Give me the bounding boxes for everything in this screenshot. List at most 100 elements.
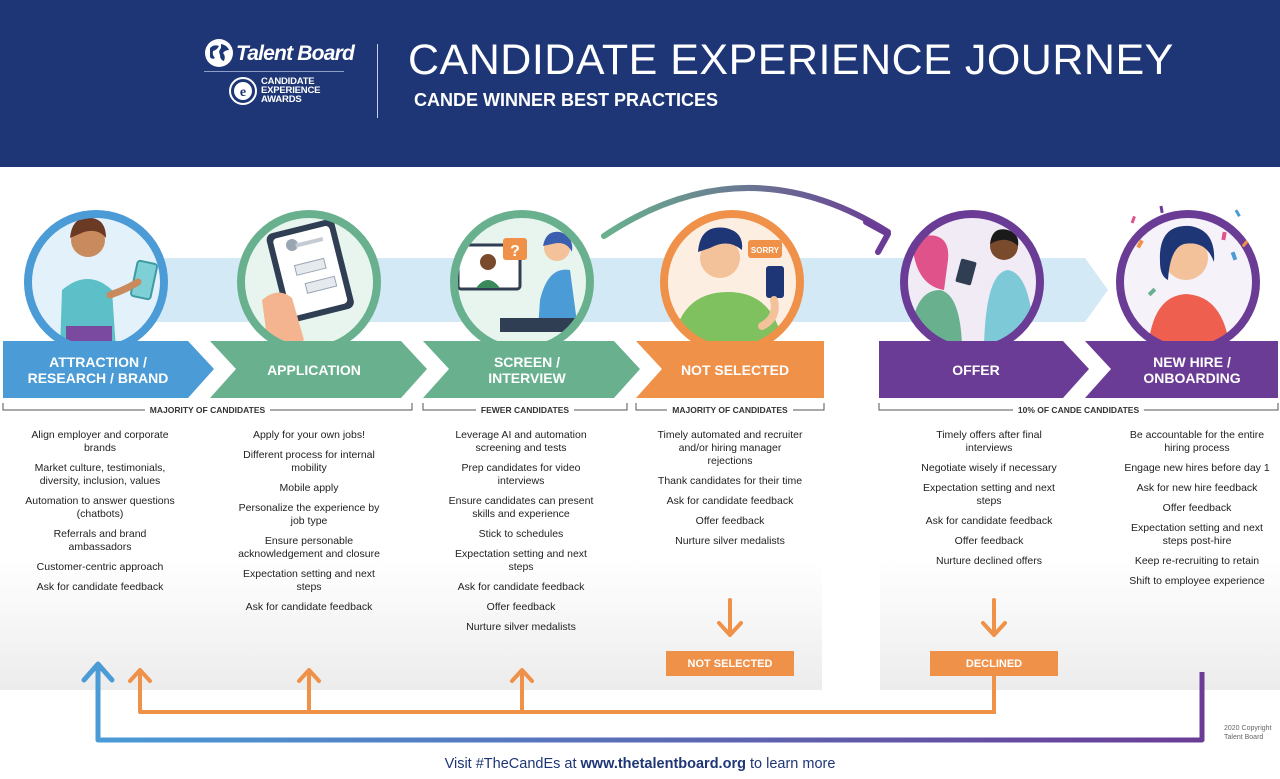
list-item: Expectation setting and next steps: [923, 482, 1055, 507]
practice-list-screen-interview: Leverage AI and automation screening and…: [446, 429, 596, 641]
list-item: Expectation setting and next steps post-…: [1131, 522, 1263, 547]
awards-line: AWARDS: [261, 94, 302, 105]
page-title: CANDIDATE EXPERIENCE JOURNEY: [408, 36, 1174, 84]
skip-arc-arrowhead: [863, 219, 891, 255]
list-item: Offer feedback: [486, 601, 556, 613]
list-item: Offer feedback: [1162, 502, 1232, 514]
logo-divider: [204, 71, 344, 72]
logo-title: Talent Board: [236, 42, 355, 65]
list-item: Ensure personable acknowledgement and cl…: [238, 535, 380, 560]
not-selected-outcome: NOT SELECTED: [666, 651, 794, 676]
video-interview-icon: ?: [450, 210, 594, 354]
practice-list-application: Apply for your own jobs! Different proce…: [234, 429, 384, 621]
list-item: Align employer and corporate brands: [31, 429, 169, 454]
stage-label-line: OFFER: [952, 361, 1000, 378]
group-label: FEWER CANDIDATES: [423, 405, 627, 417]
list-item: Ask for candidate feedback: [457, 581, 585, 593]
group-label: MAJORITY OF CANDIDATES: [636, 405, 824, 417]
copyright-line: Talent Board: [1224, 734, 1264, 741]
footer-prefix: Visit #TheCandEs at: [444, 756, 581, 772]
stage-chevron-attraction: [3, 341, 214, 398]
stage-label-new-hire: NEW HIRE /ONBOARDING: [1101, 341, 1280, 398]
list-item: Nurture declined offers: [935, 555, 1043, 567]
group-label: MAJORITY OF CANDIDATES: [3, 405, 412, 417]
group-label-text: MAJORITY OF CANDIDATES: [144, 405, 271, 415]
list-item: Timely offers after final interviews: [936, 429, 1042, 454]
list-item: Offer feedback: [695, 515, 765, 527]
list-item: Ask for candidate feedback: [245, 601, 373, 613]
stage-label-line: APPLICATION: [267, 361, 361, 378]
svg-text:e: e: [240, 85, 246, 100]
stage-label-line: NEW HIRE /: [1153, 353, 1231, 370]
list-item: Nurture silver medalists: [466, 621, 576, 633]
stage-chevron-not-selected: [636, 341, 824, 398]
header-banner: Talent Board e CANDIDATE EXPERIENCE AWAR…: [0, 0, 1280, 167]
offer-conversation-icon: [900, 210, 1044, 354]
group-label-text: 10% OF CANDE CANDIDATES: [1012, 405, 1145, 415]
list-item: Expectation setting and next steps: [455, 548, 587, 573]
stage-label-offer: OFFER: [879, 341, 1073, 398]
skip-arc-arrow: [601, 185, 891, 239]
up-arrow: [510, 668, 534, 714]
list-item: Market culture, testimonials, diversity,…: [34, 462, 166, 487]
list-item: Automation to answer questions (chatbots…: [25, 495, 175, 520]
stage-chevron-screen: [423, 341, 640, 398]
list-item: Mobile apply: [279, 482, 339, 494]
stage-label-line: RESEARCH / BRAND: [27, 369, 169, 386]
list-item: Thank candidates for their time: [657, 475, 803, 487]
up-arrow: [81, 661, 115, 683]
journey-diagram: ? SORRY: [0, 185, 1280, 743]
list-item: Leverage AI and automation screening and…: [455, 429, 587, 454]
stage-label-line: ATTRACTION /: [49, 353, 147, 370]
stage-label-line: INTERVIEW: [488, 369, 566, 386]
list-item: Stick to schedules: [478, 528, 564, 540]
stage-label-line: ONBOARDING: [1143, 369, 1241, 386]
woman-with-tablet-icon: [24, 210, 168, 354]
sorry-bubble: SORRY: [751, 246, 780, 255]
list-item: Ask for candidate feedback: [36, 581, 164, 593]
footer-visit-text: Visit #TheCandEs at www.thetalentboard.o…: [0, 756, 1280, 772]
practice-list-not-selected: Timely automated and recruiter and/or hi…: [655, 429, 805, 555]
rejected-man-icon: SORRY: [660, 210, 804, 354]
page-subtitle: CANDE WINNER BEST PRACTICES: [414, 90, 719, 110]
stage-label-line: SCREEN /: [493, 353, 561, 370]
stage-label-application: APPLICATION: [226, 341, 402, 398]
list-item: Apply for your own jobs!: [252, 429, 366, 441]
list-item: Referrals and brand ambassadors: [53, 528, 147, 553]
list-item: Ask for candidate feedback: [925, 515, 1053, 527]
awards-e-icon: e: [229, 77, 257, 105]
stage-chevron-application: [210, 341, 427, 398]
awards-wordmark: CANDIDATE EXPERIENCE AWARDS: [261, 76, 320, 105]
list-item: Engage new hires before day 1: [1124, 462, 1270, 474]
awards-line: CANDIDATE: [261, 76, 315, 87]
header-divider: [377, 44, 378, 118]
footer-suffix: to learn more: [745, 756, 836, 772]
group-label-text: MAJORITY OF CANDIDATES: [667, 405, 793, 415]
list-item: Different process for internal mobility: [243, 449, 375, 474]
talent-board-logo: Talent Board e CANDIDATE EXPERIENCE AWAR…: [204, 36, 355, 116]
rehire-return-path: [95, 668, 1205, 743]
practice-list-new-hire: Be accountable for the entire hiring pro…: [1122, 429, 1272, 595]
list-item: Timely automated and recruiter and/or hi…: [657, 429, 803, 467]
list-item: Personalize the experience by job type: [238, 502, 380, 527]
list-item: Expectation setting and next steps: [243, 568, 375, 593]
down-arrow: [981, 598, 1007, 637]
footer-url-link[interactable]: www.thetalentboard.org: [580, 756, 746, 772]
stage-chevron-offer: [879, 341, 1089, 398]
declined-outcome: DECLINED: [930, 651, 1058, 676]
down-arrow: [717, 598, 743, 637]
svg-text:?: ?: [510, 243, 520, 260]
celebrating-new-hire-icon: [1116, 205, 1260, 354]
list-item: Ask for new hire feedback: [1136, 482, 1258, 494]
list-item: Ask for candidate feedback: [666, 495, 794, 507]
list-item: Be accountable for the entire hiring pro…: [1129, 429, 1265, 454]
list-item: Prep candidates for video interviews: [461, 462, 581, 487]
list-item: Customer-centric approach: [36, 561, 164, 573]
list-item: Offer feedback: [954, 535, 1024, 547]
stage-label-screen-interview: SCREEN /INTERVIEW: [439, 341, 615, 398]
list-item: Keep re-recruiting to retain: [1134, 555, 1260, 567]
orange-return-path: [140, 676, 996, 714]
list-item: Negotiate wisely if necessary: [921, 462, 1057, 474]
practice-list-attraction: Align employer and corporate brands Mark…: [25, 429, 175, 601]
stage-label-line: NOT SELECTED: [680, 361, 790, 378]
